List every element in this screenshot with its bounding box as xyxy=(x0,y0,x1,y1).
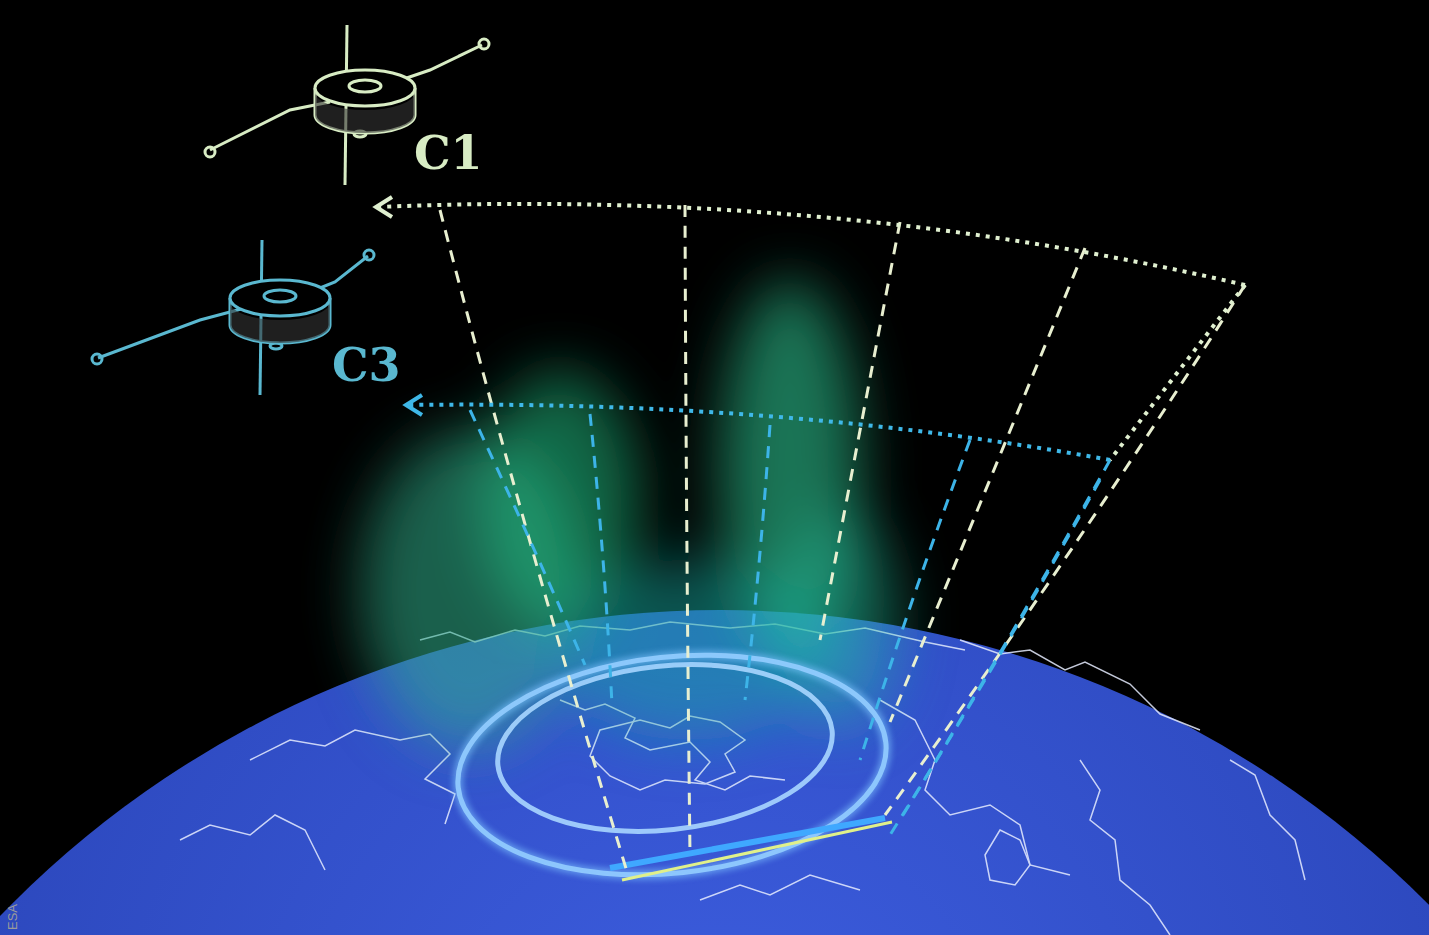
arrowhead xyxy=(376,197,392,217)
auroral-ovals xyxy=(447,635,897,895)
c1-track-arrow xyxy=(378,204,1245,460)
footprint-track xyxy=(610,818,885,868)
satellite-label: C1 xyxy=(414,130,483,176)
footprint-track xyxy=(622,822,892,880)
satellite-c3 xyxy=(92,240,374,395)
field-lines-c1 xyxy=(440,205,1245,875)
coastlines xyxy=(180,622,1305,935)
satellite-c1 xyxy=(205,25,489,185)
field-lines-c3 xyxy=(470,410,1110,835)
c3-track-arrow xyxy=(408,405,1110,460)
satellite-label: C3 xyxy=(332,342,401,388)
earth xyxy=(0,610,1429,935)
credit-watermark: ESA xyxy=(6,904,19,930)
arrowhead xyxy=(406,395,422,415)
